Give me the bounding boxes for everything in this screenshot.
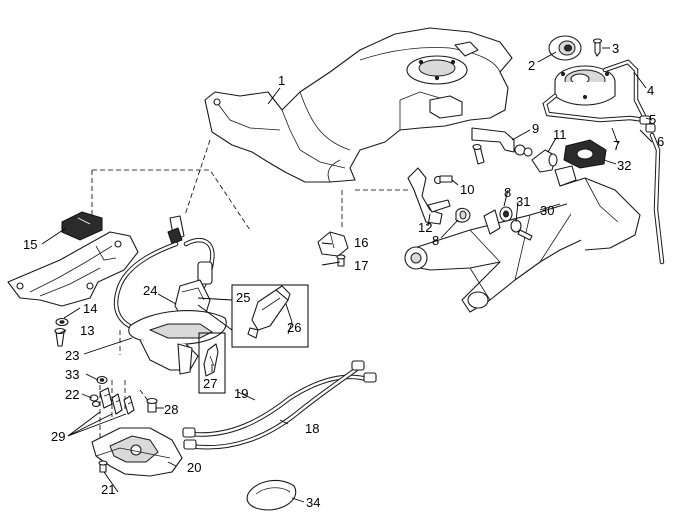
callout-18: 18 [305, 421, 319, 436]
callout-7: 7 [613, 138, 620, 153]
bracket-12 [407, 167, 453, 225]
callout-31: 31 [516, 194, 530, 209]
frame-section [404, 165, 641, 313]
callout-28: 28 [164, 402, 178, 417]
rubber-mount-32 [563, 139, 607, 169]
screw-3 [592, 38, 603, 57]
callout-32: 32 [617, 158, 631, 173]
grommet-33 [96, 375, 108, 385]
callout-1: 1 [278, 73, 285, 88]
washer-14 [55, 317, 69, 327]
callout-26: 26 [287, 320, 301, 335]
leader-lines [41, 47, 653, 503]
callout-29: 29 [51, 429, 65, 444]
callout-33: 33 [65, 367, 79, 382]
callout-5: 5 [649, 112, 656, 127]
callout-14: 14 [83, 301, 97, 316]
callout-4: 4 [647, 83, 654, 98]
pump-mounting-plate [7, 231, 139, 307]
breather-hoses [542, 59, 665, 265]
callout-8b: 8 [432, 233, 439, 248]
hose-clip-5 [639, 115, 656, 133]
assembly-guide-lines [91, 139, 410, 460]
screw-17 [336, 254, 346, 267]
callout-30: 30 [540, 203, 554, 218]
callout-6: 6 [657, 134, 664, 149]
callout-labels: 1 2 3 4 5 6 7 8 8 9 10 11 12 13 14 15 16… [23, 41, 664, 510]
callout-9: 9 [532, 121, 539, 136]
callout-23: 23 [65, 348, 79, 363]
callout-25: 25 [236, 290, 250, 305]
callout-8a: 8 [504, 185, 511, 200]
callout-34: 34 [306, 495, 320, 510]
bracket-9 [471, 127, 533, 157]
fuel-tank [204, 27, 513, 183]
rubber-bushing-8-lower [455, 207, 471, 223]
callout-20: 20 [187, 460, 201, 475]
fuel-line-19 [183, 360, 365, 450]
rubber-pad-15 [61, 211, 103, 241]
screw-28 [146, 397, 158, 413]
bolt-10 [472, 143, 485, 165]
callout-3: 3 [612, 41, 619, 56]
callout-13: 13 [80, 323, 94, 338]
callout-27: 27 [203, 376, 217, 391]
quick-connectors-29 [99, 387, 135, 415]
screw-21 [98, 460, 108, 473]
callout-21: 21 [101, 482, 115, 497]
callout-10: 10 [460, 182, 474, 197]
hose-clamp-inset-27 [198, 332, 226, 394]
callout-11: 11 [553, 127, 567, 142]
callout-19: 19 [234, 386, 248, 401]
rubber-bushing-8-upper [499, 206, 513, 222]
heat-shield-20 [91, 427, 183, 477]
rubber-pad-34 [246, 479, 297, 511]
callout-17: 17 [354, 258, 368, 273]
callout-22: 22 [65, 387, 79, 402]
tank-bracket-16 [317, 231, 349, 257]
washer-31 [510, 219, 533, 241]
callout-16: 16 [354, 235, 368, 250]
callout-15: 15 [23, 237, 37, 252]
fuel-pump-assembly [113, 215, 227, 375]
callout-24: 24 [143, 283, 157, 298]
clamp-22 [89, 394, 101, 408]
callout-2: 2 [528, 58, 535, 73]
fuel-filter-inset [197, 284, 309, 348]
rubber-mount-11 [531, 149, 558, 173]
callout-12: 12 [418, 220, 432, 235]
